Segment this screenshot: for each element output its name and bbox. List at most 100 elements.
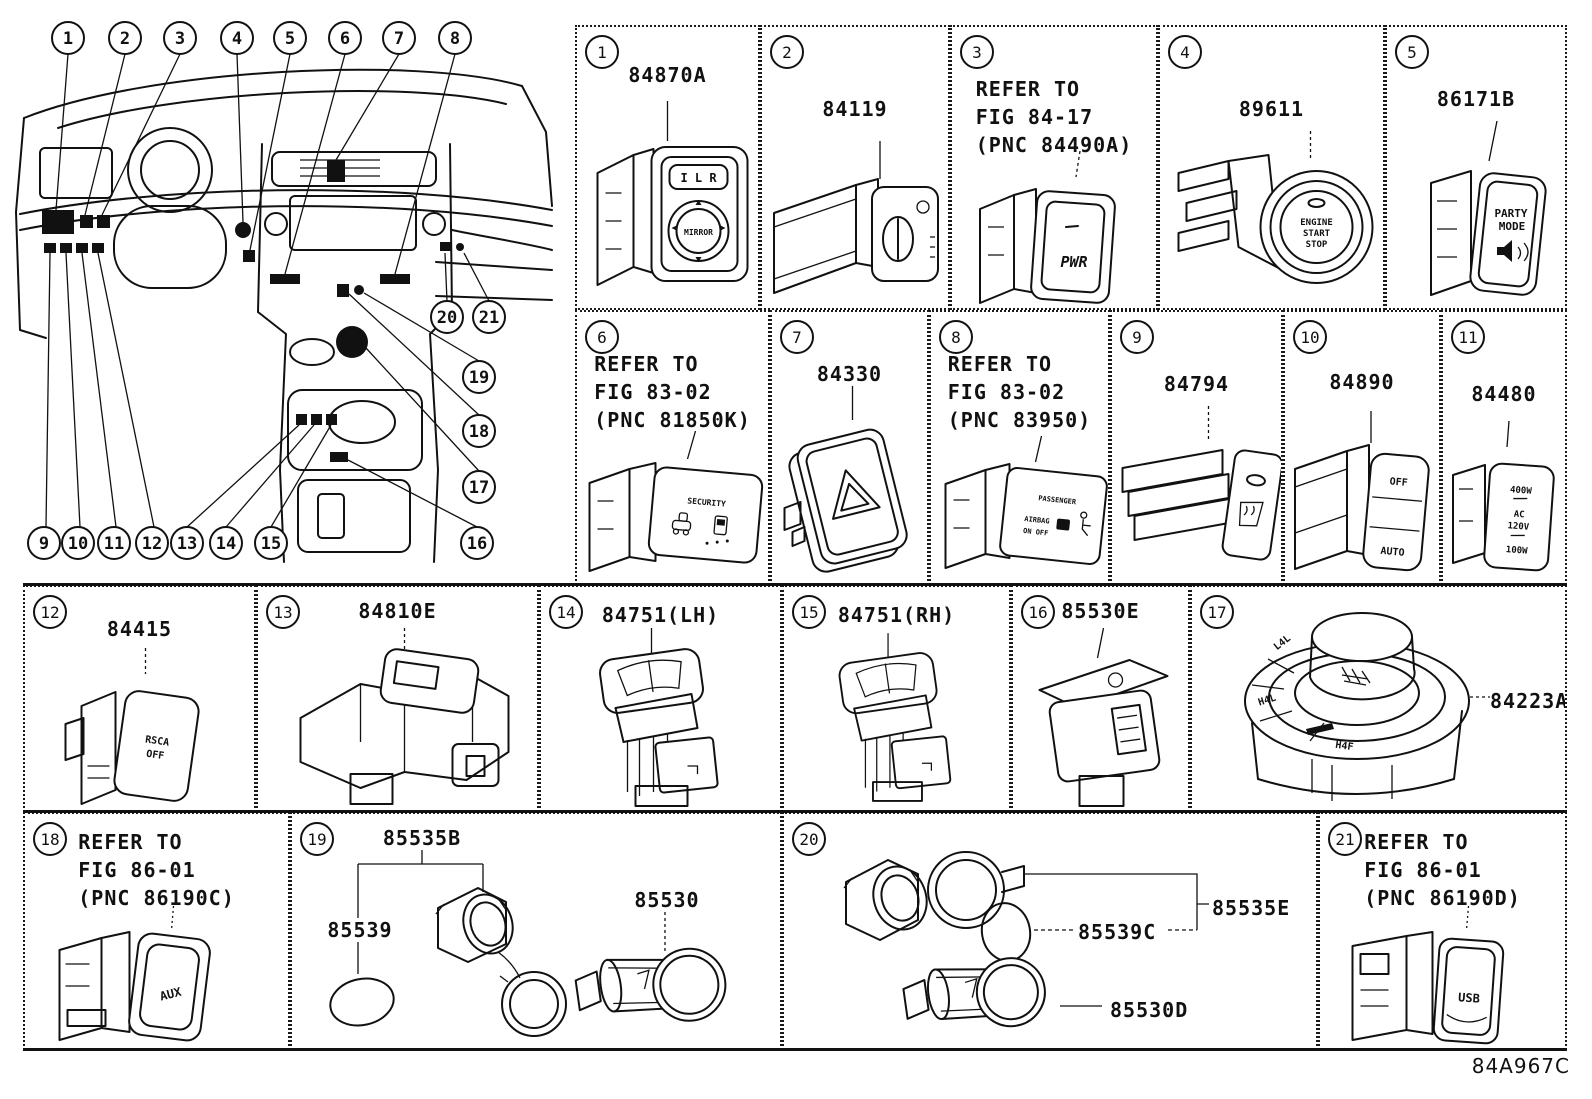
- speaker-icon: [1497, 240, 1529, 262]
- callout-badge-19: 19: [300, 822, 334, 856]
- callout-13: 13: [170, 526, 204, 560]
- off-auto-switch-art: OFF AUTO: [1294, 411, 1430, 572]
- callout-14: 14: [209, 526, 243, 560]
- figure-code: 84A967C: [1471, 1054, 1570, 1078]
- watt-400-label: 400W: [1510, 485, 1533, 497]
- callout-12: 12: [135, 526, 169, 560]
- refer-note-83950: REFER TO FIG 83-02 (PNC 83950): [947, 352, 1092, 432]
- engine-label: ENGINE: [1300, 218, 1333, 228]
- part-number-84751-lh: 84751(LH): [601, 603, 720, 627]
- svg-text:3: 3: [175, 29, 185, 49]
- power-switch-art: PWR: [979, 151, 1116, 304]
- callout-badge-11: 11: [1451, 320, 1485, 354]
- svg-text:1: 1: [63, 29, 73, 49]
- svg-text:11: 11: [104, 534, 124, 554]
- callout-badge-14: 14: [549, 595, 583, 629]
- aux-label: AUX: [158, 985, 183, 1004]
- cigarette-lighter-assembly-art: [329, 850, 727, 1037]
- usb-port-art: USB: [1351, 906, 1504, 1045]
- part-cell-18: 18 REFER TO FIG 86-01 (PNC 86190C) AUX: [23, 812, 290, 1050]
- callout-badge-17: 17: [1200, 595, 1234, 629]
- part-number-85530D: 85530D: [1110, 998, 1189, 1022]
- part-number-85535E: 85535E: [1212, 896, 1291, 920]
- callout-badge-1: 1: [585, 35, 619, 69]
- part-number-84794: 84794: [1163, 372, 1230, 396]
- volt-120-label: 120V: [1507, 521, 1530, 533]
- callout-badge-4: 4: [1168, 35, 1202, 69]
- part-number-84810E: 84810E: [358, 599, 437, 623]
- svg-text:4: 4: [232, 29, 242, 49]
- dashboard-illustration: 1 2 3 4 5 6 7 8 9 10 11 12 13 14 15 16 1…: [15, 21, 553, 563]
- grid-rule-2: [23, 810, 1567, 813]
- window-master-switch-art: [299, 628, 509, 805]
- part-cell-7: 7 84330: [770, 310, 929, 585]
- svg-text:13: 13: [177, 534, 197, 554]
- part-cell-5: 5 86171B PARTY MODE: [1385, 25, 1567, 310]
- grid-rule-3: [23, 1048, 1567, 1051]
- svg-text:10: 10: [68, 534, 88, 554]
- part-number-89611: 89611: [1238, 97, 1305, 121]
- on-off-label: ON OFF: [1022, 527, 1048, 538]
- callout-11: 11: [97, 526, 131, 560]
- mirror-dial-label: MIRROR: [684, 228, 713, 237]
- power-outlet-switch-art: 400W AC 120V 100W: [1452, 421, 1555, 572]
- part-cell-21: 21 REFER TO FIG 86-01 (PNC 86190D) USB: [1318, 812, 1567, 1050]
- callout-badge-16: 16: [1021, 595, 1055, 629]
- seat-heater-switch-lh-art: [598, 628, 719, 807]
- defrost-icon: [1238, 501, 1264, 527]
- socket-cap-art: [329, 977, 395, 1027]
- part-cell-10: 10 84890 OFF AUTO: [1283, 310, 1441, 585]
- hazard-triangle-icon: [831, 469, 881, 520]
- callout-badge-2: 2: [770, 35, 804, 69]
- callout-19: 19: [462, 360, 496, 394]
- security-indicator-art: SECURITY: [588, 431, 763, 572]
- transfer-dial-switch-art: L4L H4L H4F: [1244, 612, 1492, 801]
- part-cell-2: 2 84119: [760, 25, 950, 310]
- callout-badge-13: 13: [266, 595, 300, 629]
- switch-location-marks: [42, 160, 464, 462]
- airbag-person-icon: [1079, 511, 1091, 537]
- auto-label: AUTO: [1380, 546, 1405, 559]
- usb-label: USB: [1457, 990, 1480, 1005]
- part-cell-1: 1 84870A I L R MIRROR: [575, 25, 760, 310]
- part-cell-19: 19 85535B 85539 85530: [290, 812, 782, 1050]
- svg-text:7: 7: [394, 29, 404, 49]
- grid-rule-1: [23, 583, 1567, 586]
- callout-3: 3: [163, 21, 197, 55]
- part-cell-14: 14 84751(LH): [539, 585, 782, 812]
- callout-badge-7: 7: [780, 320, 814, 354]
- callout-leader-lines: [45, 53, 490, 528]
- part-number-86171B: 86171B: [1436, 87, 1516, 111]
- part-number-84480: 84480: [1471, 382, 1537, 406]
- mode-label: MODE: [1499, 220, 1526, 233]
- light-control-switch-art: [773, 141, 939, 294]
- svg-text:6: 6: [340, 29, 350, 49]
- passenger-airbag-indicator-art: PASSENGER AIRBAG ON OFF: [944, 436, 1108, 569]
- party-mode-switch-art: PARTY MODE: [1430, 121, 1547, 296]
- svg-text:16: 16: [467, 534, 487, 554]
- rsca-label: RSCA: [144, 734, 169, 748]
- engine-start-stop-button-art: ENGINE START STOP: [1177, 131, 1373, 284]
- stop-label: STOP: [1305, 240, 1327, 250]
- hazard-switch-art: [783, 386, 908, 573]
- svg-text:20: 20: [437, 308, 457, 328]
- part-cell-4: 4 89611 ENGINE START STOP: [1158, 25, 1385, 310]
- callout-15: 15: [254, 526, 288, 560]
- dial-h4f-label: H4F: [1335, 740, 1354, 753]
- dial-h4l-label: H4L: [1257, 693, 1278, 709]
- car-lock-icon: [671, 512, 729, 545]
- part-number-84890: 84890: [1329, 370, 1395, 394]
- power-outlet-socket-2-art: [902, 957, 1046, 1028]
- off-label: OFF: [1389, 476, 1408, 489]
- callout-6: 6: [328, 21, 362, 55]
- svg-text:9: 9: [39, 534, 49, 554]
- callout-badge-3: 3: [960, 35, 994, 69]
- part-cell-8: 8 REFER TO FIG 83-02 (PNC 83950) PASSENG…: [929, 310, 1110, 585]
- callout-7: 7: [382, 21, 416, 55]
- socket-cap-2-art: [980, 902, 1032, 962]
- refer-note-86190D: REFER TO FIG 86-01 (PNC 86190D): [1364, 830, 1521, 910]
- svg-text:18: 18: [469, 422, 489, 442]
- svg-text:19: 19: [469, 368, 489, 388]
- refer-note-84490A: REFER TO FIG 84-17 (PNC 84490A): [975, 77, 1133, 157]
